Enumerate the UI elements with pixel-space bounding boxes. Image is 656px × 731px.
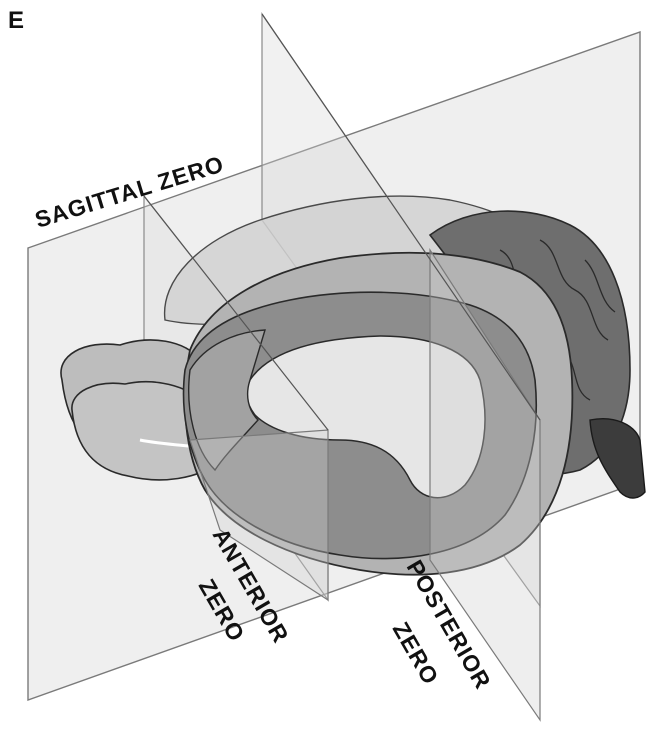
panel-letter: E [8, 7, 24, 34]
posterior-zero-label-line2: ZERO [388, 618, 444, 690]
